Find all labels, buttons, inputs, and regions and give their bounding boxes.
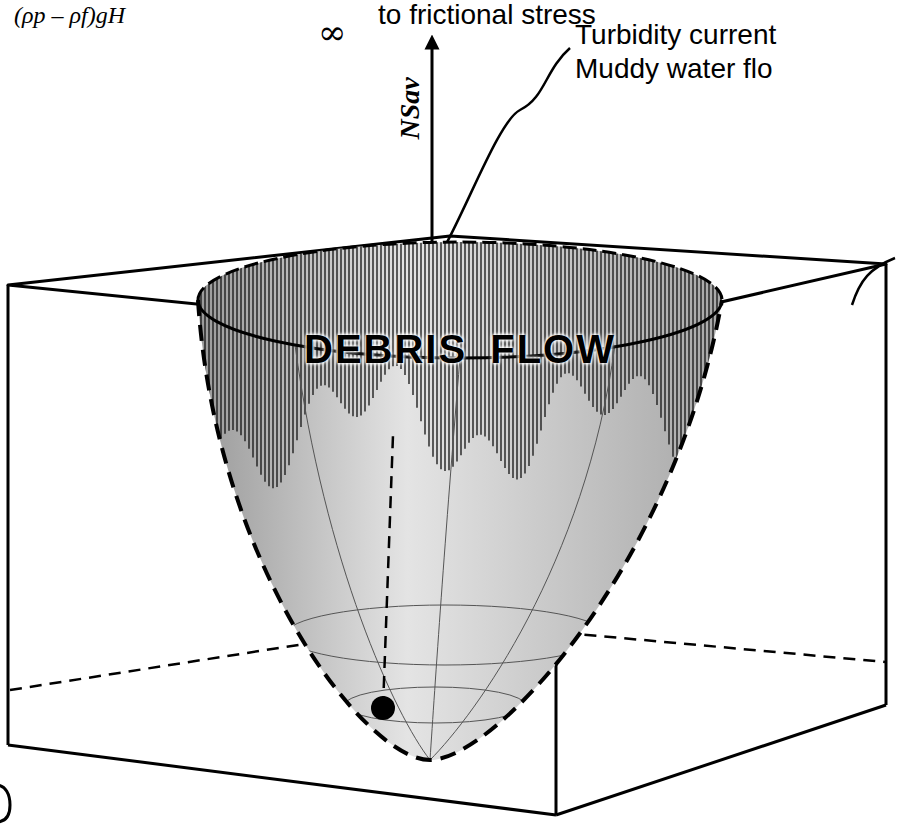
region-label: Turbidity current	[575, 20, 776, 51]
region-name: DEBRIS FLOW	[195, 327, 725, 372]
infinity-symbol: ∞	[318, 14, 346, 51]
region-label: Muddy water flo	[575, 54, 773, 85]
axis-note: to frictional stress	[378, 0, 596, 31]
debris-flow-region: DEBRIS FLOW	[195, 235, 725, 770]
paraboloid-shape	[195, 235, 725, 770]
formula-text: (ρp – ρf)gH	[14, 2, 125, 28]
axis-name: NSav	[395, 77, 426, 139]
